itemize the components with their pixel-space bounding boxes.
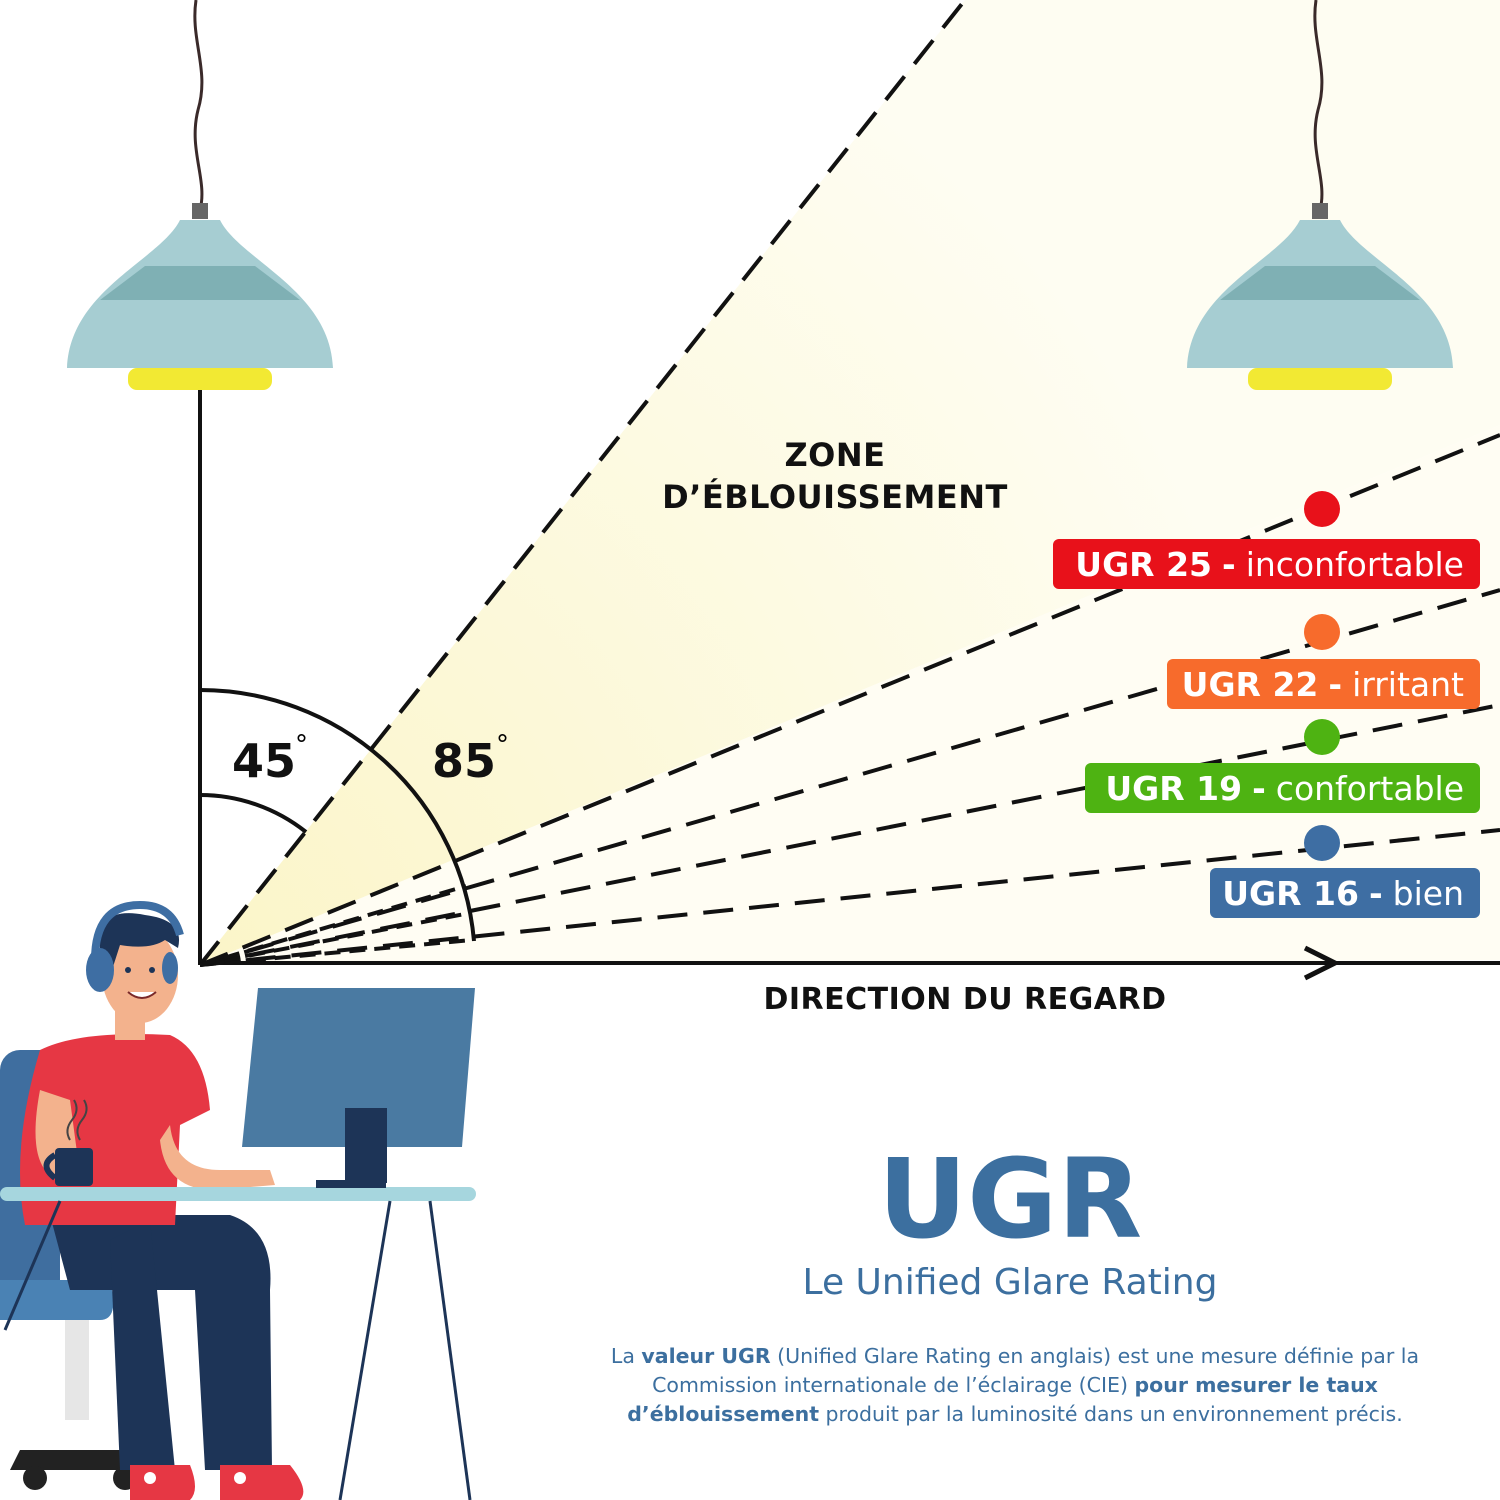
angle-85-degree-mark: °: [496, 730, 509, 760]
badge-description: irritant: [1352, 664, 1464, 704]
dot-ugr-19: [1304, 719, 1340, 755]
person-at-desk-illustration: [0, 900, 304, 1500]
badge-code: UGR 22: [1181, 664, 1319, 704]
desc-text-2: (Unified Glare Rating en anglais) est un…: [652, 1344, 1420, 1397]
dot-ugr-16: [1304, 825, 1340, 861]
mug-icon: [55, 1148, 93, 1186]
ray-45-degree: [198, 0, 967, 967]
glare-zone: [200, 0, 1500, 965]
ray-ugr-16: [199, 828, 1500, 967]
arc-85: [199, 688, 476, 942]
badge-separator: -: [1368, 873, 1383, 913]
badge-separator: -: [1252, 768, 1266, 808]
page-subtitle: Le Unified Glare Rating: [802, 1262, 1218, 1303]
angle-45-degree-mark: °: [295, 730, 308, 760]
glare-zone-label-line1: ZONE: [784, 436, 886, 474]
desc-text-3: produit par la luminosité dans un enviro…: [819, 1402, 1403, 1426]
right-lamp-icon: [1187, 203, 1453, 390]
angle-45-label: 45: [232, 734, 297, 788]
desk-illustration: [0, 1187, 476, 1500]
right-lamp-cord: [1313, 0, 1324, 211]
angle-85-label: 85: [432, 734, 497, 788]
page-title: UGR: [877, 1135, 1143, 1263]
desc-bold-1: valeur UGR: [641, 1344, 771, 1368]
ray-short-3: [199, 884, 467, 967]
badge-description: confortable: [1275, 768, 1464, 808]
ray-short-1: [199, 938, 473, 967]
monitor-illustration: [242, 988, 475, 1188]
badge-description: bien: [1392, 873, 1464, 913]
badge-ugr-25: UGR 25 - inconfortable: [1053, 539, 1480, 589]
badge-ugr-16: UGR 16 - bien: [1210, 868, 1480, 918]
dot-ugr-25: [1304, 491, 1340, 527]
badge-separator: -: [1222, 544, 1236, 584]
glare-zone-label-line2: D’ÉBLOUISSEMENT: [662, 478, 1008, 516]
ray-ugr-22: [199, 588, 1500, 967]
left-lamp-icon: [67, 203, 333, 390]
arrow-head-icon: [1303, 945, 1341, 981]
desc-text-1: La: [610, 1344, 642, 1368]
badge-separator: -: [1328, 664, 1343, 704]
ray-short-2: [199, 911, 471, 967]
description-paragraph: La valeur UGR (Unified Glare Rating en a…: [590, 1342, 1440, 1429]
dot-ugr-22: [1304, 614, 1340, 650]
badge-ugr-19: UGR 19 - confortable: [1085, 763, 1480, 813]
badge-code: UGR 19: [1105, 768, 1243, 808]
ray-ugr-19: [199, 703, 1500, 967]
arc-45: [199, 792, 308, 834]
desc-bold-2: pour mesurer le taux d’éblouissement: [627, 1373, 1378, 1426]
left-lamp-cord: [193, 0, 204, 211]
badge-code: UGR 16: [1222, 873, 1359, 913]
badge-ugr-22: UGR 22 - irritant: [1167, 659, 1480, 709]
ray-ugr-25: [199, 433, 1500, 967]
badge-code: UGR 25: [1075, 544, 1212, 584]
badge-description: inconfortable: [1245, 544, 1464, 584]
gaze-direction-label: DIRECTION DU REGARD: [763, 982, 1167, 1017]
